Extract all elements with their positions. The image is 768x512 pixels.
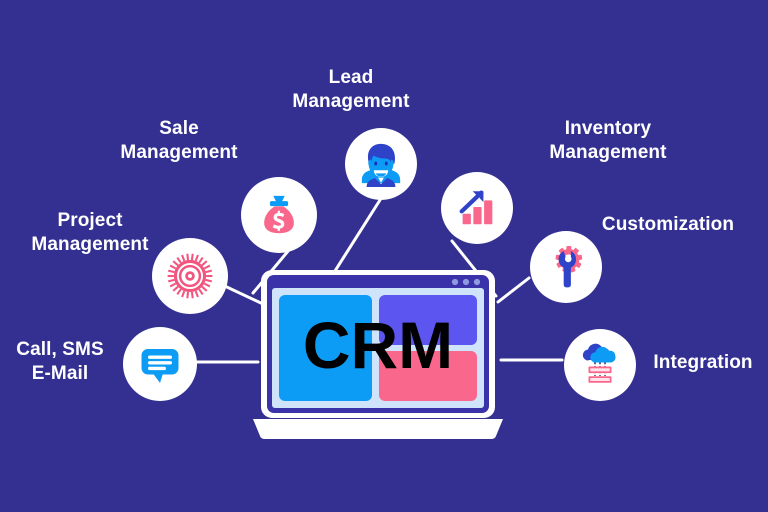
node-project-management[interactable]: Project Management [31, 210, 228, 314]
blue-panel [279, 295, 372, 401]
central-laptop: CRM [253, 270, 503, 439]
node-inventory-management[interactable]: Inventory Management [441, 118, 666, 244]
node-call-sms-email[interactable]: Call, SMS E-Mail [16, 327, 197, 401]
node-integration[interactable]: Integration [564, 329, 753, 401]
window-dot [473, 278, 481, 286]
pink-panel [379, 351, 477, 401]
window-dot [451, 278, 459, 286]
sunburst-gear-icon [167, 253, 213, 299]
node-sale-management[interactable]: Sale Management [120, 118, 317, 253]
purple-panel [379, 295, 477, 345]
to-customization [496, 276, 531, 304]
node-lead-management[interactable]: Lead Management [292, 67, 417, 200]
label-sale-management: Sale Management [120, 118, 238, 164]
label-integration: Integration [653, 352, 753, 373]
label-project-management: Project Management [31, 210, 149, 256]
growth-chart-icon [459, 190, 493, 225]
chat-bubble-icon [141, 349, 179, 383]
label-inventory-management: Inventory Management [549, 118, 667, 164]
label-lead-management: Lead Management [292, 67, 410, 113]
person-icon [361, 143, 401, 187]
wrench-gear-icon [555, 246, 583, 288]
window-dot [462, 278, 470, 286]
node-customization[interactable]: Customization [530, 214, 734, 303]
label-customization: Customization [601, 214, 735, 235]
to-lead-management [326, 198, 382, 284]
cloud-server-icon [582, 343, 616, 383]
label-call-sms-email: Call, SMS E-Mail [16, 339, 104, 385]
crm-center-label: CRM [303, 308, 453, 382]
money-bag-icon [264, 195, 294, 234]
